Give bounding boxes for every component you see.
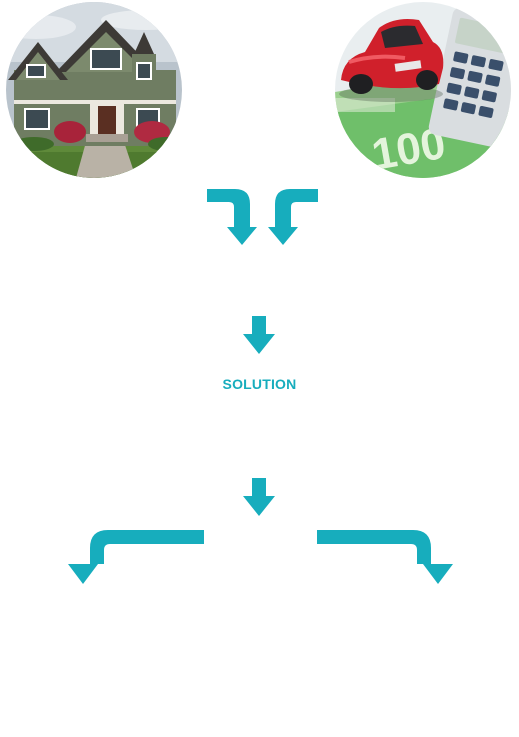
house-photo	[6, 2, 182, 178]
arrow-down-icon	[243, 478, 275, 516]
arrow-bend-down-right-icon	[207, 189, 257, 247]
arrow-bend-down-left-icon	[268, 189, 318, 247]
car-money-calculator-photo: 100	[335, 2, 511, 178]
arrow-branch-left-icon	[68, 530, 204, 586]
solution-label: SOLUTION	[222, 376, 297, 392]
arrow-down-icon	[243, 316, 275, 354]
arrow-branch-right-icon	[317, 530, 453, 586]
